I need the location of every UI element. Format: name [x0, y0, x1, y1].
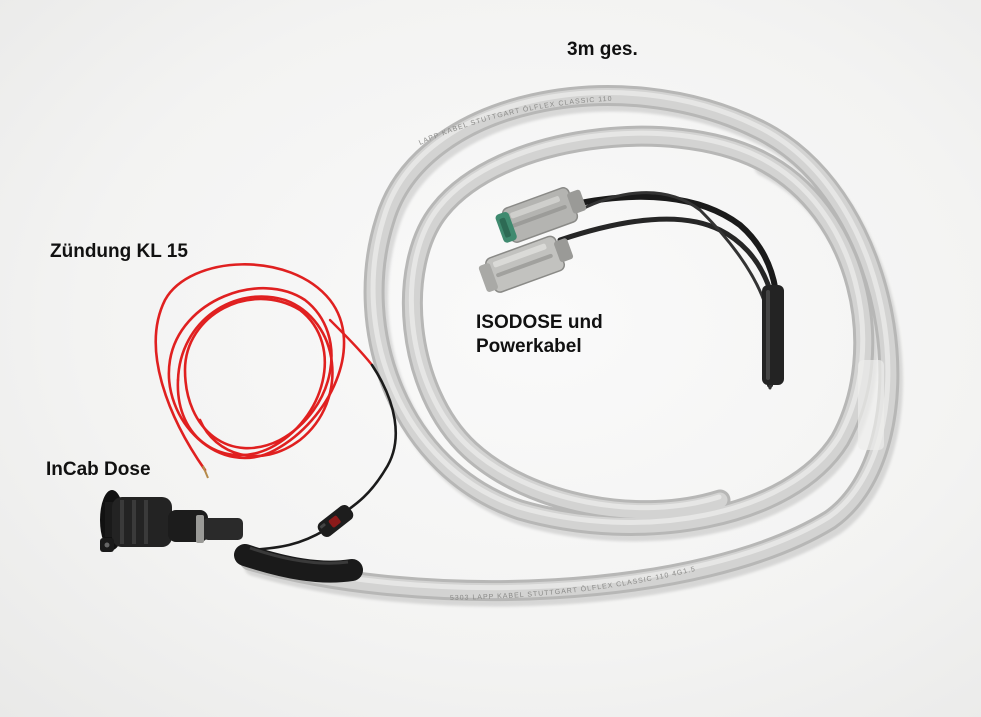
red-ignition-wire: [154, 263, 374, 472]
inline-fuse-holder: [317, 505, 354, 537]
label-incab: InCab Dose: [46, 459, 151, 480]
label-total-length: 3m ges.: [567, 39, 638, 60]
label-isodose-line1: ISODOSE und: [476, 312, 603, 333]
deutsch-connector-upper: [495, 187, 587, 243]
svg-text:5303 LAPP KABEL STUTTGART ÖLFL: 5303 LAPP KABEL STUTTGART ÖLFLEX CLASSIC…: [450, 566, 697, 602]
svg-text:LAPP KABEL STUTTGART ÖLFLEX CL: LAPP KABEL STUTTGART ÖLFLEX CLASSIC 110: [418, 96, 613, 147]
deutsch-connector-lower: [478, 235, 574, 293]
incab-socket: [100, 490, 243, 552]
incab-heat-shrink: [234, 544, 363, 583]
cable-print-upper: LAPP KABEL STUTTGART ÖLFLEX CLASSIC 110: [418, 96, 612, 147]
label-ignition: Zündung KL 15: [50, 241, 188, 262]
cable-sleeve: [858, 360, 884, 450]
red-wire-tip: [202, 465, 209, 479]
label-isodose-line2: Powerkabel: [476, 336, 582, 357]
cable-print-lower: 5303 LAPP KABEL STUTTGART ÖLFLEX CLASSIC…: [450, 566, 696, 602]
label-isodose: ISODOSE und Powerkabel: [476, 311, 603, 359]
